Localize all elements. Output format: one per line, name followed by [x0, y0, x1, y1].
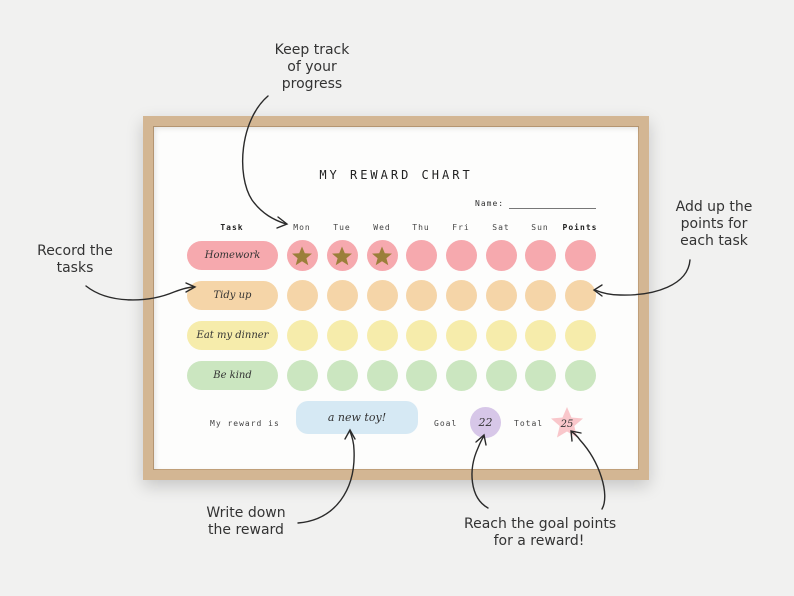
day-circle[interactable]: [366, 320, 398, 351]
day-circle[interactable]: [326, 360, 358, 391]
points-circle[interactable]: [564, 320, 596, 351]
annotation-reward: Write down the reward: [196, 505, 296, 539]
day-header: Fri: [452, 223, 470, 232]
points-circle[interactable]: [564, 360, 596, 391]
day-circle[interactable]: [485, 280, 517, 311]
day-circle[interactable]: [366, 360, 398, 391]
annotation-line: each task: [680, 233, 748, 249]
name-line: [509, 208, 596, 209]
goal-value[interactable]: 22: [470, 407, 501, 438]
day-circle[interactable]: [326, 240, 358, 271]
day-circle[interactable]: [485, 240, 517, 271]
day-circle[interactable]: [445, 280, 477, 311]
reward-field[interactable]: a new toy!: [296, 401, 418, 434]
day-circle[interactable]: [286, 280, 318, 311]
star-sticker-icon: [332, 246, 352, 265]
name-label: Name:: [475, 199, 505, 208]
annotation-line: Reach the goal points: [464, 516, 617, 532]
total-star-icon: [551, 407, 583, 438]
annotation-line: the reward: [208, 522, 284, 538]
points-circle[interactable]: [564, 240, 596, 271]
annotation-line: of your: [287, 59, 337, 75]
day-circle[interactable]: [405, 320, 437, 351]
day-circle[interactable]: [405, 240, 437, 271]
reward-chart-poster: MY REWARD CHART Name: Task Mon Tue Wed T…: [153, 126, 639, 470]
day-circle[interactable]: [405, 280, 437, 311]
day-circle[interactable]: [524, 360, 556, 391]
annotation-line: progress: [281, 76, 343, 92]
annotation-line: Write down: [206, 505, 286, 521]
task-pill[interactable]: Eat my dinner: [187, 321, 278, 350]
day-header: Sun: [531, 223, 549, 232]
task-pill[interactable]: Be kind: [187, 361, 278, 390]
day-header: Mon: [293, 223, 311, 232]
day-circle[interactable]: [524, 280, 556, 311]
day-header: Wed: [373, 223, 391, 232]
annotation-line: Record the: [37, 243, 113, 259]
day-circle[interactable]: [286, 360, 318, 391]
annotation-line: Keep track: [274, 42, 350, 58]
annotation-tasks: Record the tasks: [25, 243, 125, 277]
task-header: Task: [220, 223, 244, 232]
reward-label: My reward is: [210, 419, 280, 428]
task-pill[interactable]: Tidy up: [187, 281, 278, 310]
star-sticker-icon: [292, 246, 312, 265]
goal-label: Goal: [434, 419, 458, 428]
day-header: Thu: [412, 223, 430, 232]
annotation-goal: Reach the goal points for a reward!: [464, 516, 617, 550]
day-circle[interactable]: [326, 320, 358, 351]
day-circle[interactable]: [366, 280, 398, 311]
star-sticker-icon: [372, 246, 392, 265]
day-circle[interactable]: [524, 240, 556, 271]
day-circle[interactable]: [445, 320, 477, 351]
points-header: Points: [562, 223, 598, 232]
annotation-points: Add up the points for each task: [664, 199, 764, 250]
day-header: Sat: [492, 223, 510, 232]
annotation-line: tasks: [56, 260, 94, 276]
day-circle[interactable]: [485, 320, 517, 351]
day-circle[interactable]: [445, 360, 477, 391]
day-circle[interactable]: [405, 360, 437, 391]
day-circle[interactable]: [366, 240, 398, 271]
chart-title: MY REWARD CHART: [319, 168, 473, 182]
total-value[interactable]: 25: [560, 419, 574, 430]
annotation-line: points for: [680, 216, 748, 232]
day-circle[interactable]: [524, 320, 556, 351]
day-circle[interactable]: [286, 240, 318, 271]
task-pill[interactable]: Homework: [187, 241, 278, 270]
annotation-progress: Keep track of your progress: [262, 42, 362, 93]
annotation-line: Add up the: [675, 199, 753, 215]
annotation-line: for a reward!: [493, 533, 585, 549]
total-label: Total: [514, 419, 544, 428]
picture-frame: MY REWARD CHART Name: Task Mon Tue Wed T…: [143, 116, 649, 480]
day-circle[interactable]: [485, 360, 517, 391]
day-circle[interactable]: [445, 240, 477, 271]
day-header: Tue: [333, 223, 351, 232]
day-circle[interactable]: [286, 320, 318, 351]
points-circle[interactable]: [564, 280, 596, 311]
day-circle[interactable]: [326, 280, 358, 311]
